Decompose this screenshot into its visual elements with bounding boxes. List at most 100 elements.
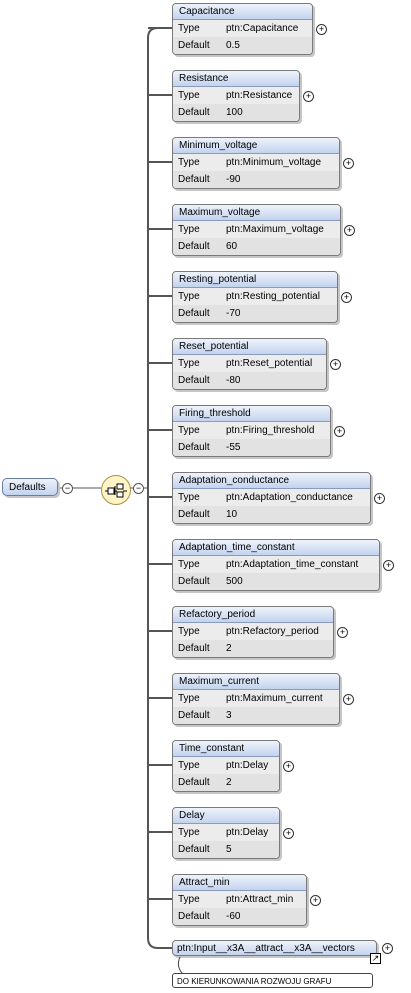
- default-key: Default: [178, 40, 210, 51]
- type-value: ptn:Delay: [226, 827, 269, 838]
- type-value: ptn:Capacitance: [226, 23, 299, 34]
- expand-icon[interactable]: +: [343, 694, 354, 705]
- sequence-collapse-icon[interactable]: −: [133, 483, 144, 494]
- type-value: ptn:Minimum_voltage: [226, 157, 322, 168]
- element-name: Attract_min: [173, 875, 306, 891]
- default-value: -80: [226, 375, 241, 386]
- root-label: Defaults: [9, 482, 46, 493]
- default-value: 5: [226, 844, 232, 855]
- expand-icon[interactable]: +: [283, 828, 294, 839]
- expand-icon[interactable]: +: [383, 560, 394, 571]
- type-key: Type: [178, 425, 200, 436]
- expand-icon[interactable]: +: [310, 895, 321, 906]
- expand-icon[interactable]: +: [283, 761, 294, 772]
- defaults-root-element[interactable]: Defaults: [2, 478, 58, 496]
- element-name: Capacitance: [173, 4, 312, 20]
- default-value: 500: [226, 576, 243, 587]
- default-key: Default: [178, 375, 210, 386]
- default-key: Default: [178, 107, 210, 118]
- default-value: 10: [226, 509, 238, 520]
- element-name: Delay: [173, 808, 279, 824]
- expand-icon[interactable]: +: [334, 426, 345, 437]
- type-row: Type ptn:Refactory_period: [173, 623, 333, 640]
- default-row: Default-70: [173, 305, 337, 322]
- type-value: ptn:Adaptation_time_constant: [226, 559, 359, 570]
- expand-icon[interactable]: +: [303, 91, 314, 102]
- reference-link-icon[interactable]: ↗: [370, 953, 381, 964]
- type-row: Type ptn:Adaptation_time_constant: [173, 556, 379, 573]
- expand-icon[interactable]: +: [374, 493, 385, 504]
- type-value: ptn:Maximum_current: [226, 693, 323, 704]
- type-row: Type ptn:Reset_potential: [173, 355, 326, 372]
- element-name: Resistance: [173, 71, 299, 87]
- reference-expand-icon[interactable]: +: [382, 943, 393, 954]
- element-name: Adaptation_conductance: [173, 473, 370, 489]
- default-row: Default -80: [173, 372, 326, 389]
- default-value: -60: [226, 911, 241, 922]
- root-collapse-icon[interactable]: −: [62, 483, 73, 494]
- type-value: ptn:Resistance: [226, 90, 293, 101]
- type-value: ptn:Delay: [226, 760, 269, 771]
- default-value: -55: [226, 442, 241, 453]
- expand-icon[interactable]: +: [341, 292, 352, 303]
- element-name: Maximum_current: [173, 674, 339, 690]
- default-key: Default: [178, 442, 210, 453]
- sequence-compositor-icon[interactable]: [101, 475, 131, 505]
- type-value: ptn:Adaptation_conductance: [226, 492, 353, 503]
- default-key: Default: [178, 509, 210, 520]
- expand-icon[interactable]: +: [343, 158, 354, 169]
- element-name: Minimum_voltage: [173, 138, 339, 154]
- type-key: Type: [178, 559, 200, 570]
- type-value: ptn:Refactory_period: [226, 626, 319, 637]
- type-key: Type: [178, 291, 200, 302]
- type-key: Type: [178, 894, 200, 905]
- default-row: Default 0.5: [173, 37, 312, 54]
- expand-icon[interactable]: +: [330, 359, 341, 370]
- element-name: Time_constant: [173, 741, 279, 757]
- default-value: 2: [226, 777, 232, 788]
- element-name: Adaptation_time_constant: [173, 540, 379, 556]
- type-key: Type: [178, 626, 200, 637]
- expand-icon[interactable]: +: [316, 24, 327, 35]
- expand-icon[interactable]: +: [337, 627, 348, 638]
- type-key: Type: [178, 358, 200, 369]
- expand-icon[interactable]: +: [344, 225, 355, 236]
- default-key: Default: [178, 241, 210, 252]
- default-value: 2: [226, 643, 232, 654]
- default-value: 100: [226, 107, 243, 118]
- default-value: 0.5: [226, 40, 240, 51]
- default-key: Default: [178, 844, 210, 855]
- reference-label: ptn:Input__x3A__attract__x3A__vectors: [177, 943, 355, 954]
- default-row: Default 10: [173, 506, 370, 523]
- type-value: ptn:Resting_potential: [226, 291, 320, 302]
- type-value: ptn:Reset_potential: [226, 358, 313, 369]
- default-value: 3: [226, 710, 232, 721]
- annotation-note: DO KIERUNKOWANIA ROZWOJU GRAFU: [172, 973, 373, 988]
- element-name: Maximum_voltage: [173, 205, 340, 221]
- reference-element[interactable]: ptn:Input__x3A__attract__x3A__vectors: [172, 940, 377, 956]
- default-value: 60: [226, 241, 238, 252]
